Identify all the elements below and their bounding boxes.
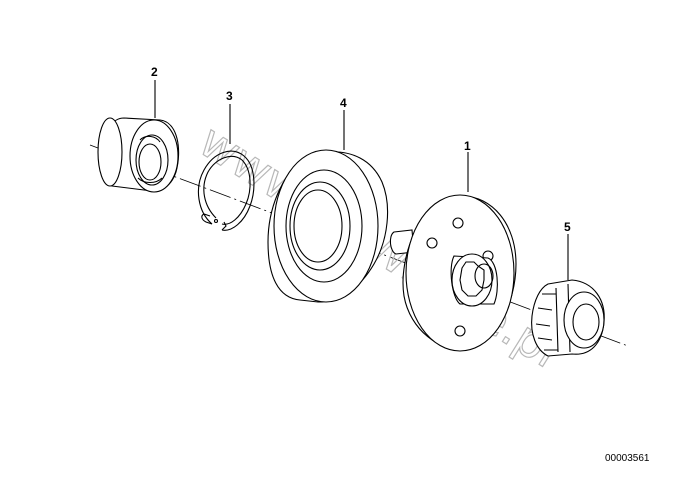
callout-2: 2: [151, 65, 158, 79]
collar-nut-part: [531, 279, 605, 357]
callout-1: 1: [464, 139, 471, 153]
callout-3: 3: [226, 89, 233, 103]
wheel-bearing-part: [97, 117, 180, 193]
brake-disc-part: [267, 149, 389, 303]
wheel-hub-part: [389, 194, 517, 352]
circlip-part: [197, 150, 255, 231]
leader-lines: [154, 80, 569, 280]
callout-5: 5: [564, 220, 571, 234]
callout-4: 4: [340, 96, 347, 110]
reference-number: 00003561: [605, 453, 650, 464]
